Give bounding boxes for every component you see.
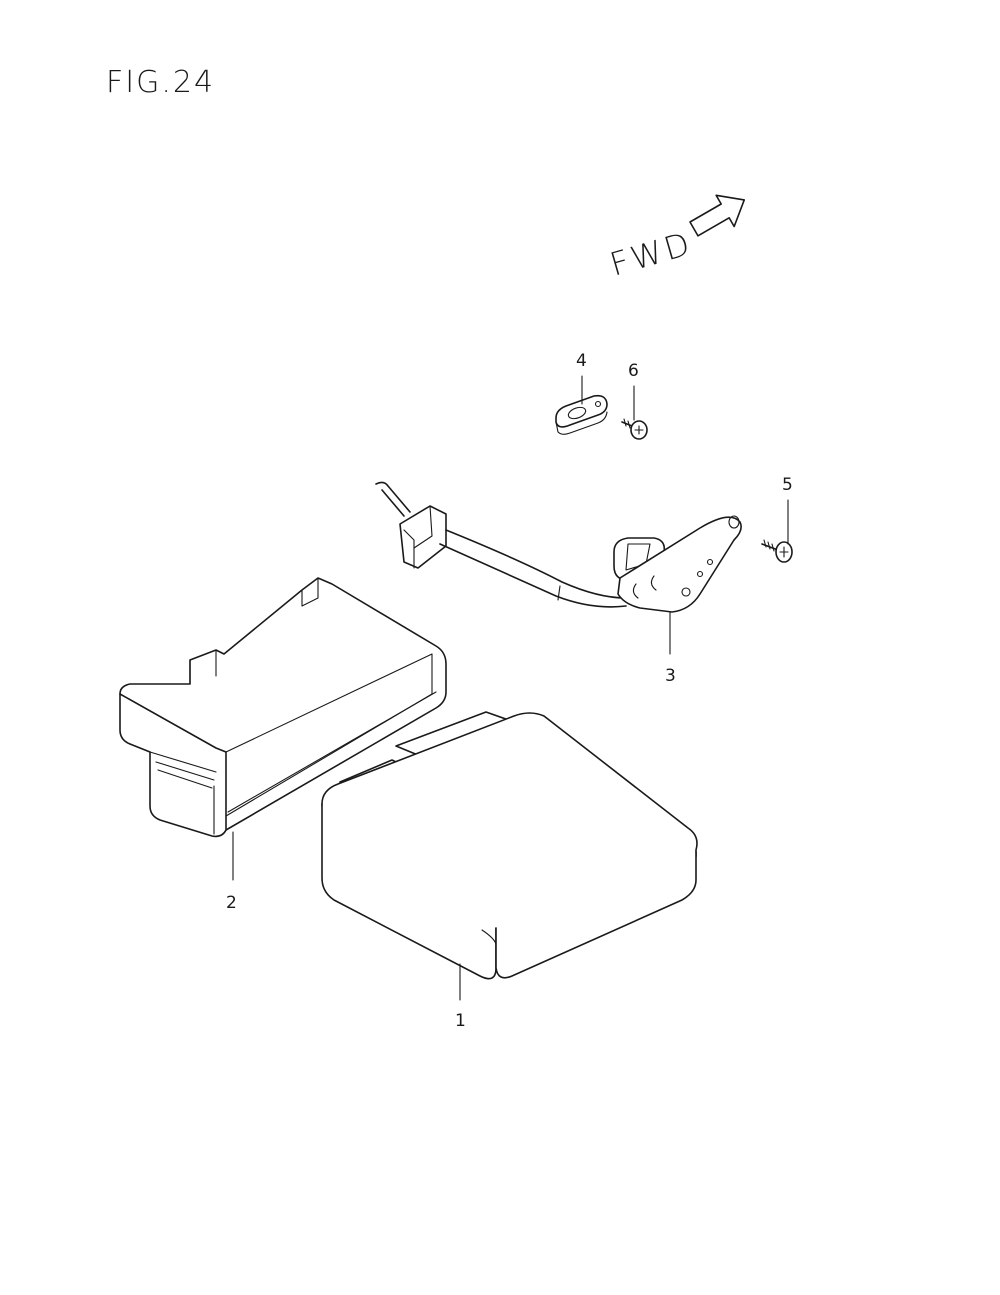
callout-5: 5 xyxy=(782,475,793,545)
fwd-indicator: FWD xyxy=(606,194,746,284)
callout-1: 1 xyxy=(455,963,466,1031)
callout-1-number: 1 xyxy=(455,1011,466,1031)
callout-3-number: 3 xyxy=(665,666,676,686)
figure-title: FIG.24 xyxy=(106,65,215,100)
callout-2-number: 2 xyxy=(226,893,237,913)
callout-2: 2 xyxy=(226,831,237,913)
callout-5-number: 5 xyxy=(782,475,793,495)
part-4-clamp-plate xyxy=(555,394,608,435)
callout-3: 3 xyxy=(665,611,676,686)
fwd-arrow-icon xyxy=(689,194,746,237)
callout-6-number: 6 xyxy=(628,361,639,381)
callout-6: 6 xyxy=(628,361,639,421)
part-5-screw xyxy=(761,539,793,563)
part-1-ecu-box xyxy=(321,711,698,980)
callout-4-number: 4 xyxy=(576,351,587,371)
part-6-screw xyxy=(621,418,648,440)
callout-4: 4 xyxy=(576,351,587,405)
part-2-case xyxy=(119,577,447,838)
fwd-label: FWD xyxy=(606,224,697,284)
part-3-sensor-assembly xyxy=(375,481,742,613)
